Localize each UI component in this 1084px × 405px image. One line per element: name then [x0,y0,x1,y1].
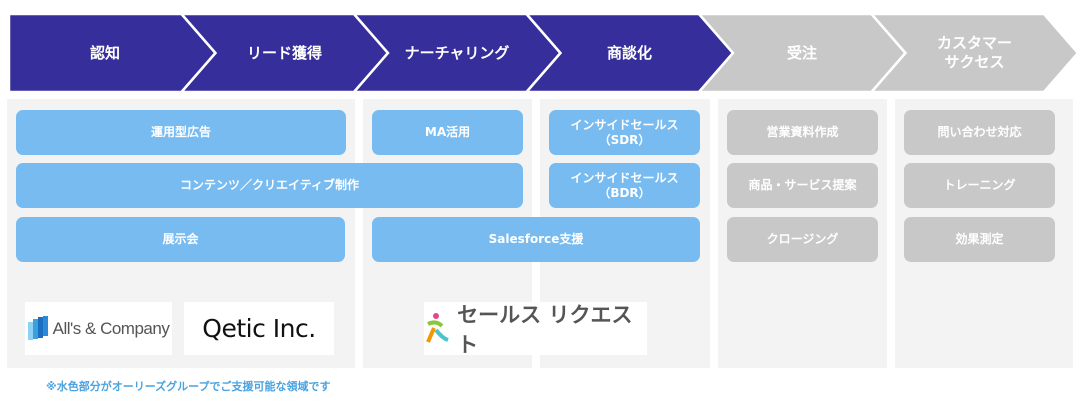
task-inquiry: 問い合わせ対応 [904,110,1055,155]
logo-alls-company: All's & Company [25,302,172,355]
logo-qetic: Qetic Inc. [184,302,334,355]
stage-label: 商談化 [606,43,652,62]
sales-request-logo-text: セールス リクエスト [457,302,633,357]
alls-logo-text: All's & Company [52,318,170,338]
sales-request-mark-icon [426,312,449,343]
stage-label: カスタマー サクセス [936,34,1012,71]
alls-logo-mark-icon [27,315,48,340]
stage-label: 受注 [786,43,817,62]
task-expo: 展示会 [16,217,345,262]
task-training: トレーニング [904,163,1055,208]
task-proposal: 商品・サービス提案 [727,163,878,208]
logo-sales-request: セールス リクエスト [424,302,647,357]
stage-label: リード獲得 [246,43,322,62]
task-sdr: インサイドセールス （SDR） [549,110,700,155]
qetic-logo-text: Qetic Inc. [202,314,316,343]
stage-chevron [868,12,1080,94]
task-salesforce: Salesforce支援 [372,217,700,262]
stage-label: ナーチャリング [404,43,510,62]
task-closing: クロージング [727,217,878,262]
stage-chevrons [7,12,1080,94]
task-ma: MA活用 [372,110,523,155]
task-materials: 営業資料作成 [727,110,878,155]
task-measure: 効果測定 [904,217,1055,262]
stage-label: 認知 [89,43,120,62]
task-bdr: インサイドセールス （BDR） [549,163,700,208]
task-ads: 運用型広告 [16,110,346,155]
footnote: ※水色部分がオーリーズグループでご支援可能な領域です [46,380,331,393]
task-content: コンテンツ／クリエイティブ制作 [16,163,523,208]
